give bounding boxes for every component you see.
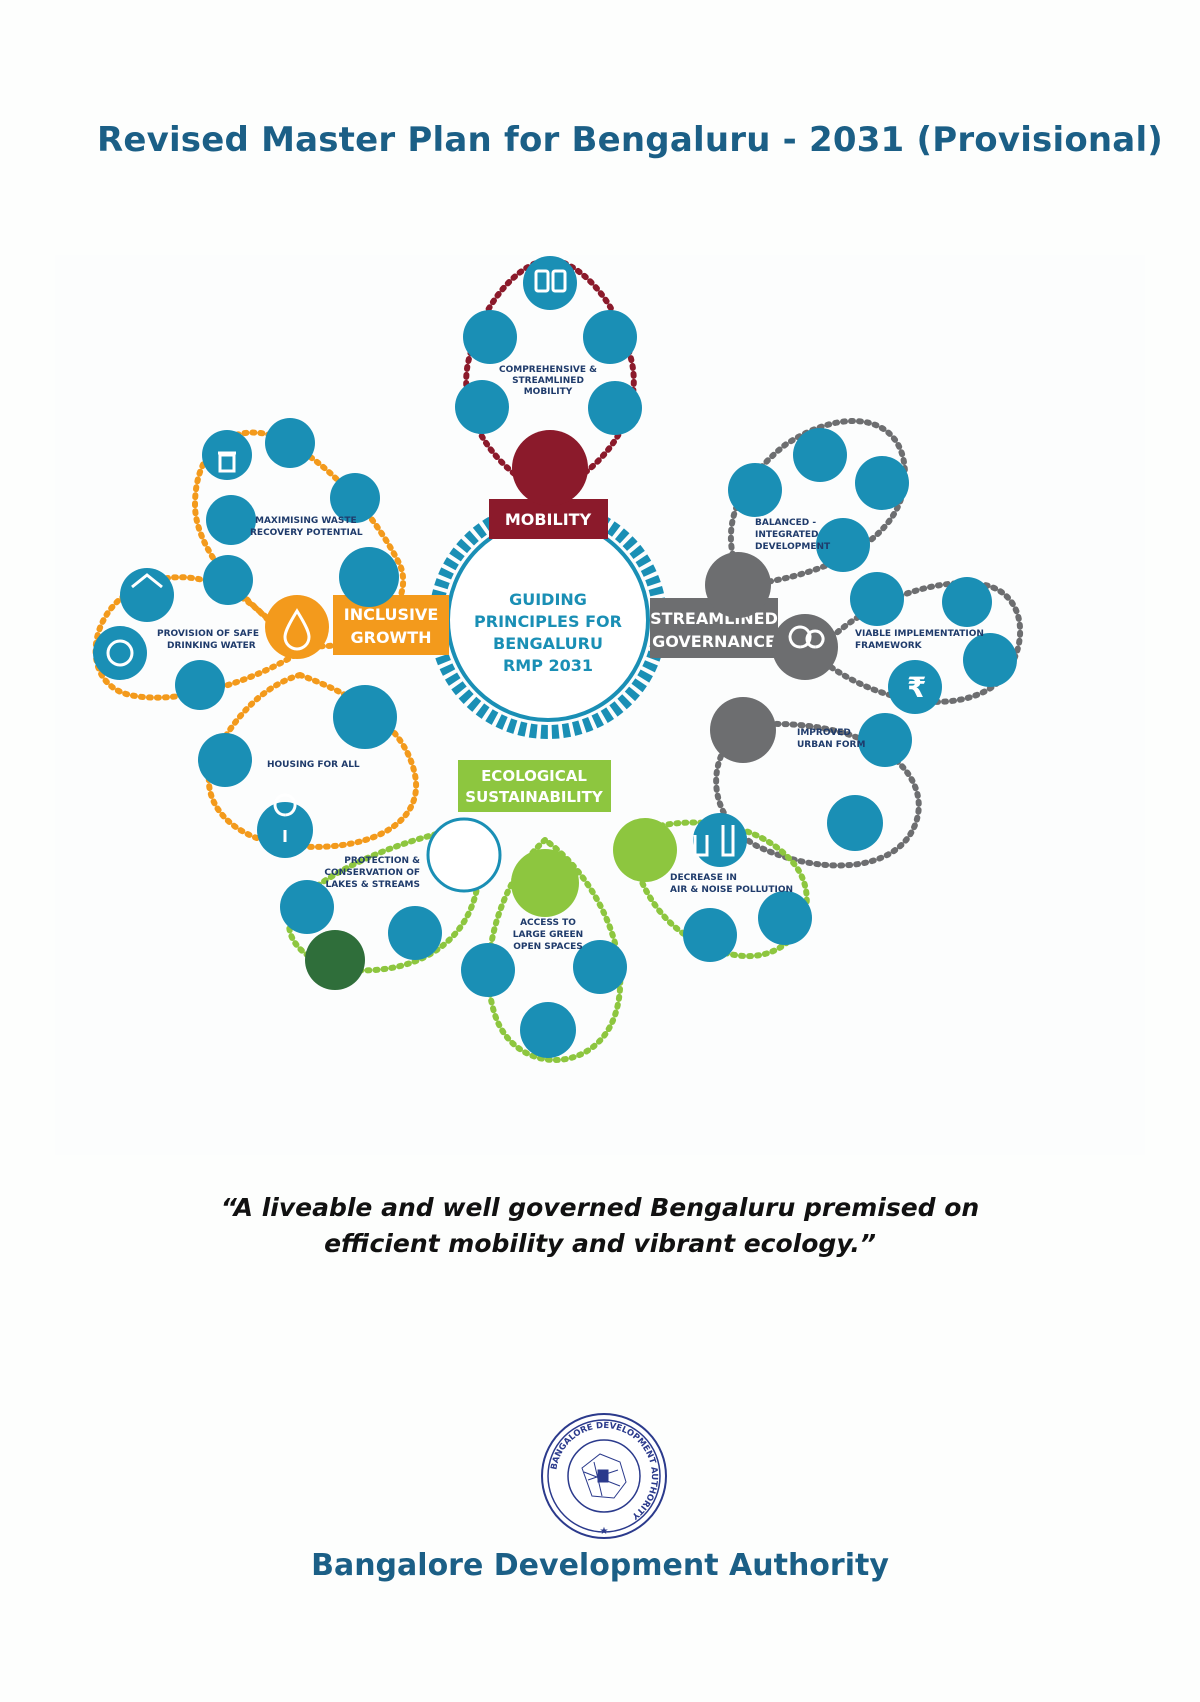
svg-text:₹: ₹ [907, 671, 926, 704]
civic-building-icon [816, 518, 870, 572]
partnership-icon [942, 577, 992, 627]
water-hands-icon [175, 660, 225, 710]
icon-glyphs: ₹ [106, 269, 926, 857]
ecological-line-2: SUSTAINABILITY [465, 788, 604, 806]
green-loop [485, 836, 624, 1063]
green-topic-3: OPEN SPACES [513, 942, 583, 952]
recycle-bin-icon [339, 547, 399, 607]
housing-cluster-icon [333, 685, 397, 749]
green-topic-1: ACCESS TO [520, 918, 576, 928]
balloons-icon [855, 456, 909, 510]
recycle-icon [93, 626, 147, 680]
lake-aerial-icon [305, 930, 365, 990]
inclusive-line-2: GROWTH [350, 628, 431, 647]
mobility-topic-1: COMPREHENSIVE & [499, 365, 597, 375]
housing-handshake-icon [198, 733, 252, 787]
stream-map-icon [280, 880, 334, 934]
no-construction-dust-icon [683, 908, 737, 962]
bda-seal-logo: BANGALORE DEVELOPMENT AUTHORITY ★ [541, 1413, 667, 1539]
lakes-topic-3: LAKES & STREAMS [325, 880, 420, 890]
water-drop-icon [265, 595, 329, 659]
center-line-4: RMP 2031 [503, 656, 593, 675]
pollution-topic-2: AIR & NOISE POLLUTION [670, 885, 793, 895]
flyover-icon [463, 310, 517, 364]
inclusive-line-1: INCLUSIVE [344, 605, 439, 624]
svg-text:★: ★ [600, 1526, 609, 1537]
guiding-principles-infographic: GUIDING PRINCIPLES FOR BENGALURU RMP 203… [55, 255, 1145, 1155]
park-icon [511, 849, 579, 917]
mobility-pillar-label: MOBILITY [505, 510, 592, 529]
mobility-topic-2: STREAMLINED [512, 376, 584, 386]
viable-topic-1: VIABLE IMPLEMENTATION [855, 629, 984, 639]
water-supply-icon [120, 568, 174, 622]
trees-icon [573, 940, 627, 994]
excavator-icon [758, 891, 812, 945]
land-parcel-icon [827, 795, 883, 851]
governance-line-1: STREAMLINED [650, 609, 778, 628]
vision-quote: “A liveable and well governed Bengaluru … [0, 1190, 1200, 1262]
skyline-icon [710, 697, 776, 763]
housing-topic: HOUSING FOR ALL [267, 760, 360, 770]
tap-icon [203, 555, 253, 605]
network-icon [705, 552, 771, 618]
seal-city-map [581, 1453, 627, 1499]
waste-topic-1: MAXIMISING WASTE [255, 516, 357, 526]
segregation-bins-icon [330, 473, 380, 523]
lakes-loop [286, 821, 483, 974]
water-topic-2: DRINKING WATER [167, 641, 256, 651]
bench-icon [461, 943, 515, 997]
center-line-2: PRINCIPLES FOR [474, 612, 622, 631]
inclusive-growth-pillar: INCLUSIVE GROWTH [333, 595, 449, 655]
governance-line-2: GOVERNANCE [652, 632, 776, 651]
no-dumping-icon [265, 418, 315, 468]
utilities-icon [793, 428, 847, 482]
lakes-topic-2: CONSERVATION OF [324, 868, 420, 878]
quote-line-1: “A liveable and well governed Bengaluru … [220, 1193, 980, 1222]
community-icon [728, 463, 782, 517]
urban-blocks-icon [858, 713, 912, 767]
mobility-topic-3: MOBILITY [524, 387, 573, 397]
urban-topic-2: URBAN FORM [797, 740, 865, 750]
center-line-1: GUIDING [509, 590, 587, 609]
page-title: Revised Master Plan for Bengaluru - 2031… [96, 120, 1164, 160]
road-network-icon [455, 380, 509, 434]
quote-line-2: efficient mobility and vibrant ecology.” [324, 1229, 876, 1258]
urban-topic-1: IMPROVED [797, 728, 851, 738]
public-transport-icon [512, 430, 588, 506]
bus-icon [523, 256, 577, 310]
waste-topic-2: RECOVERY POTENTIAL [250, 528, 363, 538]
transit-station-icon [583, 310, 637, 364]
green-topic-2: LARGE GREEN [513, 930, 583, 940]
rupee-icon [888, 660, 942, 714]
no-noise-icon [613, 818, 677, 882]
lakes-topic-1: PROTECTION & [344, 856, 420, 866]
water-topic-1: PROVISION OF SAFE [157, 629, 259, 639]
ecological-sustainability-pillar: ECOLOGICAL SUSTAINABILITY [458, 760, 611, 812]
flower-icon [850, 572, 904, 626]
viable-topic-2: FRAMEWORK [855, 641, 923, 651]
balanced-topic-2: INTEGRATED [755, 530, 819, 540]
electric-car-icon [588, 381, 642, 435]
green-building-icon [693, 813, 747, 867]
ecological-line-1: ECOLOGICAL [481, 767, 587, 785]
balanced-topic-3: DEVELOPMENT [755, 542, 831, 552]
balanced-topic-1: BALANCED - [755, 518, 816, 528]
composting-icon [206, 495, 256, 545]
green-walkway-icon [520, 1002, 576, 1058]
pollution-topic-1: DECREASE IN [670, 873, 737, 883]
lake-icon [388, 906, 442, 960]
waterbody-map-icon [426, 817, 502, 893]
settings-icon [963, 633, 1017, 687]
organization-name: Bangalore Development Authority [311, 1548, 889, 1583]
center-line-3: BENGALURU [493, 634, 603, 653]
